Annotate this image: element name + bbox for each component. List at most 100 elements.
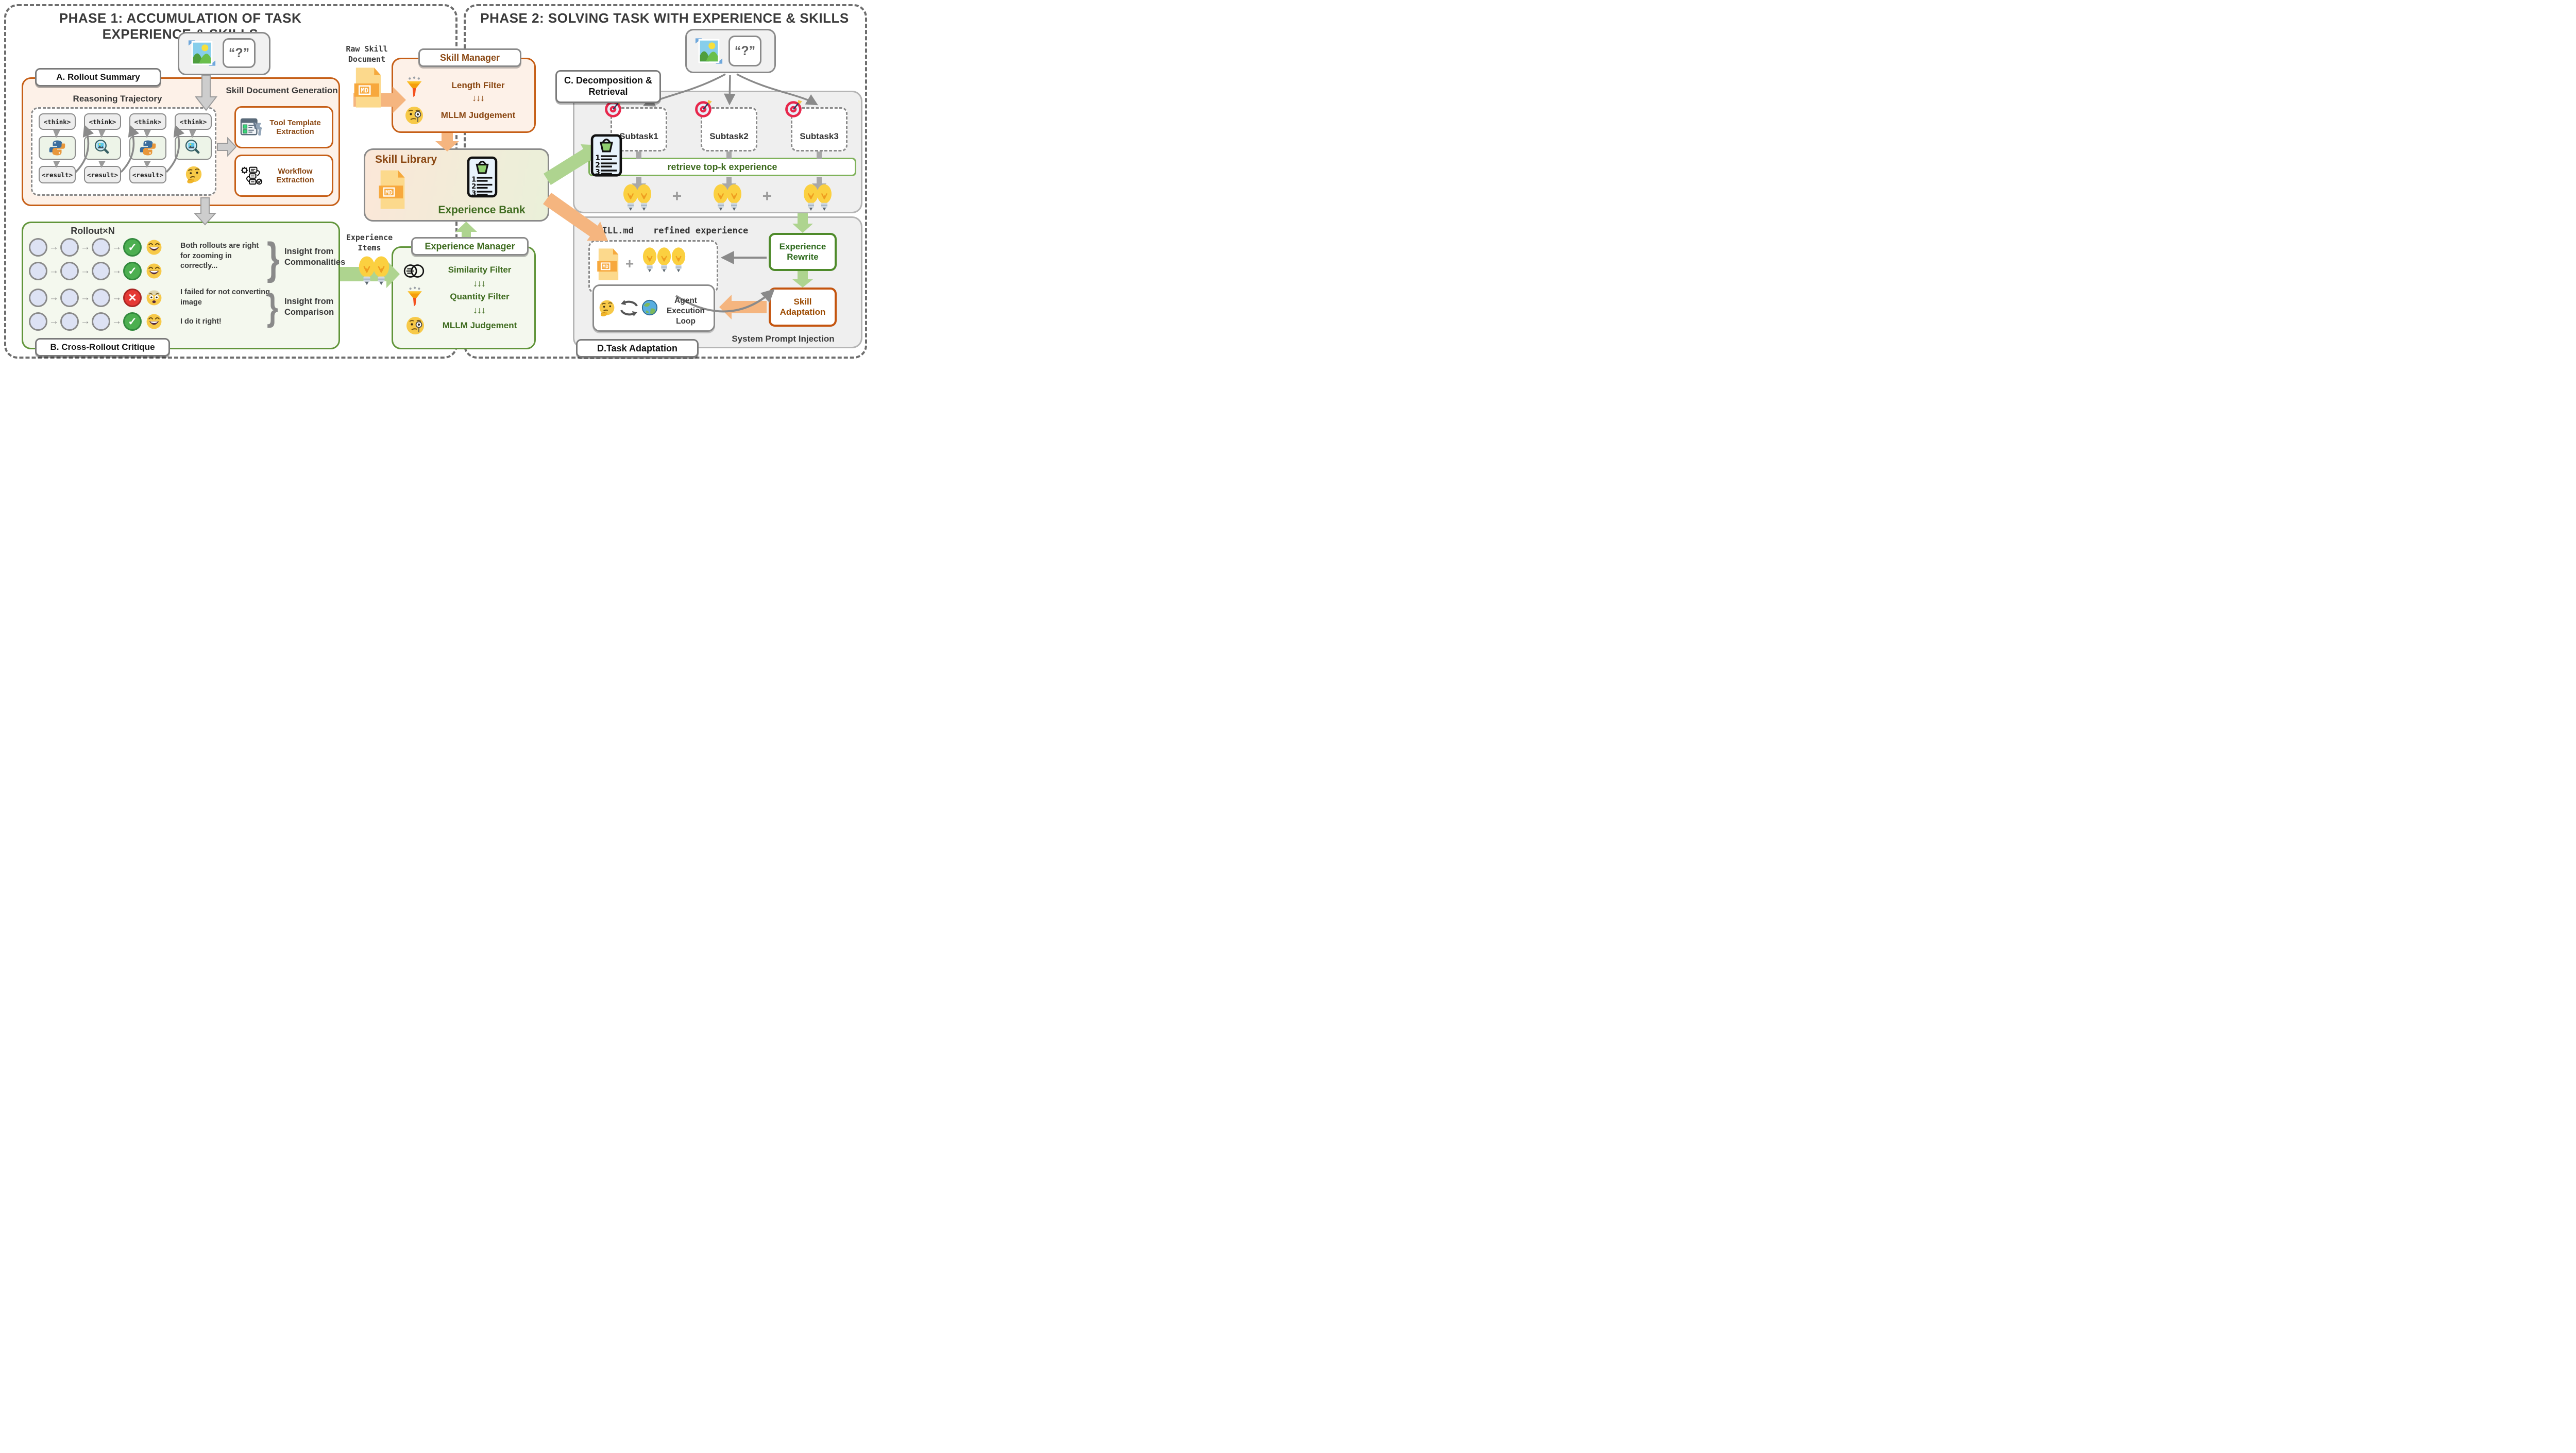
result-label: <result> (41, 171, 73, 179)
retrieve-label: retrieve top-k experience (667, 161, 777, 172)
skill-document-generation-title: Skill Document Generation (226, 86, 338, 95)
skill-md-icon (597, 247, 620, 281)
rollout-step (92, 238, 110, 257)
skill-manager-arrows: ↓↓↓ (472, 93, 485, 103)
skill-manager-title-text: Skill Manager (439, 52, 500, 63)
step-arrow-icon: → (112, 292, 122, 303)
phase1-query-mark: “?” (228, 45, 250, 60)
result-node-1: <result> (39, 166, 76, 183)
rollout-step (92, 312, 110, 331)
critique-label-text: B. Cross-Rollout Critique (50, 342, 155, 352)
brace-commonalities: } (267, 233, 280, 283)
rollout-summary-label: A. Rollout Summary (35, 68, 161, 87)
rollout-row-4: → → → ✓ (29, 312, 163, 331)
subtask-3-label: Subtask3 (800, 131, 839, 141)
step-arrow-icon: → (112, 316, 122, 327)
phase2-query-mark: “?” (734, 43, 756, 58)
skill-adaptation-label: Skill Adaptation (779, 296, 826, 317)
agent-loop-label: Agent Execution Loop (666, 296, 705, 326)
rollout-row-1: → → → ✓ (29, 238, 163, 257)
rollout-step (60, 238, 79, 257)
tool-node-image-search-2 (175, 136, 212, 160)
cross-glyph: ✕ (128, 292, 137, 304)
insight-comparison: Insight from Comparison (284, 297, 334, 317)
step-arrow-icon: → (80, 292, 90, 303)
skill-adaptation-box: Skill Adaptation (769, 288, 837, 327)
rollout-step (60, 262, 79, 280)
similarity-filter-label: Similarity Filter (448, 265, 512, 275)
image-search-icon (93, 139, 112, 157)
experience-manager-title: Experience Manager (411, 237, 529, 256)
rollout-summary-label-text: A. Rollout Summary (56, 72, 140, 82)
workflow-extraction-box: Workflow Extraction (234, 155, 333, 197)
grin-face-icon (145, 262, 163, 280)
check-glyph: ✓ (128, 315, 137, 328)
step-arrow-icon: → (49, 292, 59, 303)
rollout-step (29, 238, 47, 257)
subtask-2-box: Subtask2 (701, 107, 757, 151)
rollout-row-3: → → → ✕ (29, 289, 163, 307)
quantity-filter-label: Quantity Filter (450, 292, 510, 301)
workflow-extraction-label: Workflow Extraction (276, 166, 314, 184)
mllm-judgement-label: MLLM Judgement (440, 110, 516, 120)
rollout-step (29, 312, 47, 331)
grin-face-icon (145, 239, 163, 256)
quote-commonalities: Both rollouts are right for zooming in c… (180, 242, 259, 271)
rollout-step (60, 289, 79, 307)
tool-template-extraction-label: Tool Template Extraction (269, 118, 321, 136)
check-glyph: ✓ (128, 265, 137, 277)
experience-bulb-icon (372, 256, 391, 285)
step-arrow-icon: → (112, 242, 122, 252)
rollout-step (29, 289, 47, 307)
tool-node-python-2 (129, 136, 166, 160)
skill-manager-title: Skill Manager (418, 48, 521, 67)
monocle-face-icon (405, 315, 426, 336)
refined-bulb-icon (671, 246, 686, 273)
tool-node-python-1 (39, 136, 76, 160)
thinking-face-icon (598, 299, 616, 317)
subtask-3-box: Subtask3 (791, 107, 848, 151)
rollout-step (29, 262, 47, 280)
decomposition-label: C. Decomposition & Retrieval (555, 70, 661, 103)
step-arrow-icon: → (49, 316, 59, 327)
length-filter-label: Length Filter (451, 80, 505, 90)
experience-manager-arrows-1: ↓↓↓ (473, 278, 486, 289)
funnel-icon (405, 76, 423, 100)
quote-fail: I failed for not converting image (180, 288, 270, 307)
experience-manager-arrows-2: ↓↓↓ (473, 305, 486, 315)
similarity-venn-icon (403, 263, 426, 279)
quote-right: I do it right! (180, 317, 222, 326)
refined-experience-label: refined experience (653, 226, 749, 236)
subtask-2-label: Subtask2 (709, 131, 749, 141)
rollout-step (60, 312, 79, 331)
mllm-judgement-label-2: MLLM Judgement (442, 320, 517, 330)
think-node-2: <think> (84, 113, 121, 130)
python-icon (48, 139, 66, 157)
image-search-icon (184, 139, 202, 157)
experience-manager-title-text: Experience Manager (425, 241, 515, 251)
plus-sign: + (625, 256, 634, 272)
retrieved-bulb-icon (816, 183, 833, 211)
skill-md-label: SKILL.md (591, 226, 634, 236)
monocle-face-icon (404, 105, 425, 126)
step-arrow-icon: → (80, 265, 90, 276)
step-arrow-icon: → (80, 242, 90, 252)
insight-commonalities: Insight from Commonalities (284, 247, 346, 267)
tool-template-extraction-box: Tool Template Extraction (234, 106, 333, 148)
thinking-face-icon (184, 165, 204, 184)
experience-rewrite-box: Experience Rewrite (769, 233, 837, 271)
think-label: <think> (179, 117, 207, 126)
rollout-step (92, 262, 110, 280)
tool-node-image-search-1 (84, 136, 121, 160)
retrieval-checklist-icon (590, 129, 622, 180)
check-glyph: ✓ (128, 241, 137, 254)
result-label: <result> (87, 171, 118, 179)
plus-sign: + (672, 187, 682, 205)
target-dart-icon (694, 99, 714, 119)
raw-skill-md-icon (353, 66, 383, 109)
think-node-3: <think> (129, 113, 166, 130)
success-icon: ✓ (123, 238, 142, 257)
success-icon: ✓ (123, 312, 142, 331)
result-node-3: <result> (129, 166, 166, 183)
tool-template-icon (240, 117, 263, 138)
